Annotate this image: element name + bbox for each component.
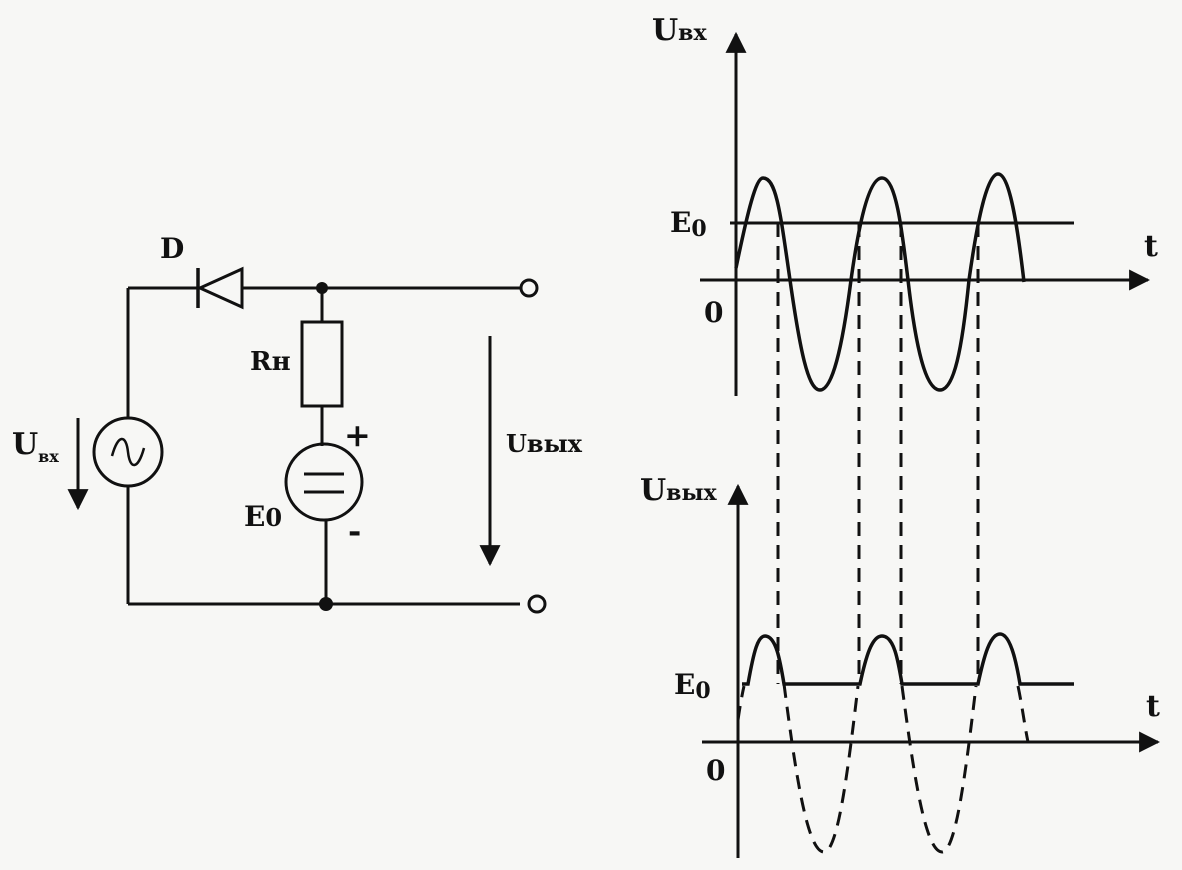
output-terminal-top bbox=[519, 278, 539, 298]
circuit-schematic: D Rн Uвх E0 + - Uвых bbox=[12, 232, 583, 614]
source-label: Uвх bbox=[12, 427, 59, 466]
input-sine-wave bbox=[734, 172, 1026, 392]
input-y-label: Uвх bbox=[652, 13, 707, 48]
output-clipped-portion bbox=[736, 683, 1030, 854]
input-graph: Uвх t 0 E0 bbox=[652, 13, 1158, 396]
plus-sign: + bbox=[344, 416, 371, 454]
output-label: Uвых bbox=[506, 429, 583, 458]
resistor-label: Rн bbox=[250, 347, 291, 377]
ac-source-symbol bbox=[92, 416, 164, 488]
input-e0-label: E0 bbox=[670, 206, 707, 242]
minus-sign: - bbox=[348, 512, 361, 550]
output-y-label: Uвых bbox=[640, 473, 718, 508]
projection-lines bbox=[776, 223, 980, 684]
emf-source-symbol bbox=[284, 442, 364, 522]
input-origin-label: 0 bbox=[704, 296, 723, 329]
output-origin-label: 0 bbox=[706, 754, 725, 787]
resistor-symbol bbox=[300, 320, 344, 408]
output-limited-wave bbox=[742, 632, 1074, 686]
diode-symbol bbox=[196, 266, 244, 310]
output-x-label: t bbox=[1146, 689, 1160, 724]
input-x-label: t bbox=[1144, 229, 1158, 264]
output-e0-label: E0 bbox=[674, 668, 711, 704]
output-terminal-bottom bbox=[527, 594, 547, 614]
emf-label: E0 bbox=[244, 500, 282, 533]
diode-label: D bbox=[160, 232, 184, 265]
output-graph: Uвых t 0 E0 bbox=[640, 473, 1161, 858]
